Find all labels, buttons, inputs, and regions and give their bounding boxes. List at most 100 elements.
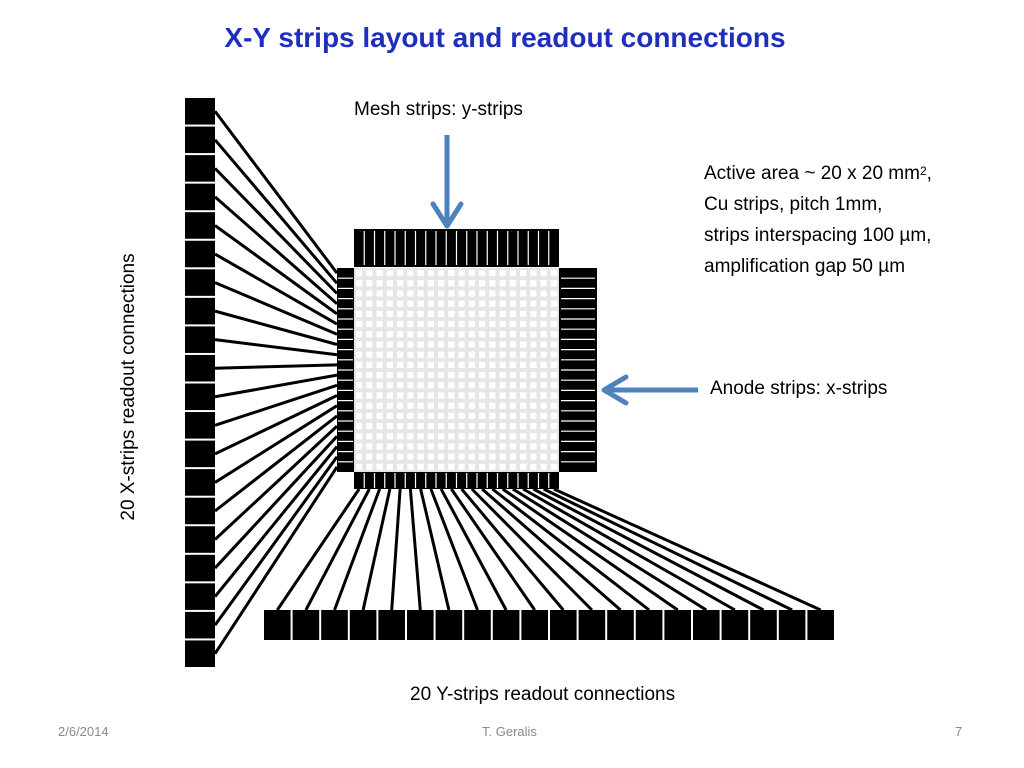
x-readout-pad — [185, 212, 215, 239]
y-readout-wire — [470, 487, 593, 612]
grid-cell — [407, 280, 414, 287]
x-readout-wire — [214, 404, 338, 484]
grid-cell — [356, 361, 363, 368]
grid-cell — [509, 402, 516, 409]
grid-cell — [438, 392, 445, 399]
x-readout-wire — [214, 414, 338, 513]
y-readout-pad — [693, 610, 720, 640]
grid-cell — [407, 270, 414, 277]
grid-cell — [530, 341, 537, 348]
grid-cell — [550, 423, 557, 430]
grid-cell — [458, 321, 465, 328]
grid-cell — [386, 433, 393, 440]
active-area-line1: Active area ~ 20 x 20 mm2, — [704, 163, 932, 184]
x-readout-wire — [214, 224, 338, 316]
y-readout-label: 20 Y-strips readout connections — [410, 684, 676, 705]
grid-cell — [499, 361, 506, 368]
grid-cell — [356, 402, 363, 409]
grid-cell — [550, 341, 557, 348]
grid-cell — [499, 382, 506, 389]
grid-cell — [366, 290, 373, 297]
grid-cell — [376, 392, 383, 399]
grid-cell — [407, 433, 414, 440]
grid-cell — [386, 361, 393, 368]
grid-cell — [479, 280, 486, 287]
grid-cell — [376, 300, 383, 307]
active-area-line4: amplification gap 50 µm — [704, 256, 906, 277]
grid-cell — [407, 423, 414, 430]
mesh-arrow-head — [430, 201, 464, 229]
grid-cell — [438, 361, 445, 368]
grid-cell — [479, 392, 486, 399]
y-readout-pad — [635, 610, 663, 640]
y-readout-pad — [750, 610, 777, 640]
grid-cell — [448, 423, 455, 430]
grid-cell — [417, 290, 424, 297]
grid-cell — [417, 412, 424, 419]
grid-cell — [438, 433, 445, 440]
grid-cell — [376, 290, 383, 297]
grid-cell — [376, 280, 383, 287]
grid-cell — [489, 392, 496, 399]
x-readout-pad — [185, 354, 215, 382]
x-readout-pad — [185, 554, 215, 582]
arrows — [430, 135, 698, 406]
grid-cell — [397, 423, 404, 430]
grid-cell — [468, 290, 475, 297]
x-readout-pad — [185, 326, 215, 353]
grid-cell — [489, 412, 496, 419]
footer-author: T. Geralis — [482, 724, 537, 739]
grid-cell — [468, 392, 475, 399]
grid-cell — [489, 372, 496, 379]
y-readout-wire — [450, 488, 536, 611]
grid-cell — [448, 351, 455, 358]
grid-cell — [530, 361, 537, 368]
grid-cell — [356, 331, 363, 338]
grid-cell — [407, 341, 414, 348]
grid-cell — [468, 361, 475, 368]
x-readout-pad — [185, 269, 215, 296]
grid-cell — [468, 382, 475, 389]
grid-cell — [550, 280, 557, 287]
grid-cell — [468, 423, 475, 430]
x-readout-pad — [185, 526, 215, 553]
grid-cell — [499, 300, 506, 307]
grid-cell — [540, 341, 547, 348]
grid-cell — [520, 341, 527, 348]
grid-cell — [397, 310, 404, 317]
grid-cell — [386, 443, 393, 450]
grid-cell — [448, 453, 455, 460]
grid-cell — [438, 453, 445, 460]
grid-cell — [458, 453, 465, 460]
grid-cell — [427, 392, 434, 399]
grid-cell — [356, 412, 363, 419]
grid-cell — [509, 423, 516, 430]
grid-cell — [448, 290, 455, 297]
grid-cell — [489, 280, 496, 287]
grid-cell — [397, 402, 404, 409]
grid-cell — [448, 361, 455, 368]
grid-cell — [530, 382, 537, 389]
grid-cell — [499, 443, 506, 450]
grid-cell — [520, 453, 527, 460]
grid-cell — [386, 290, 393, 297]
grid-cell — [397, 300, 404, 307]
x-readout-wire — [214, 394, 338, 456]
grid-cell — [509, 300, 516, 307]
grid-cell — [366, 382, 373, 389]
grid-cell — [499, 280, 506, 287]
grid-cell — [356, 433, 363, 440]
grid-cell — [458, 341, 465, 348]
grid-cell — [397, 270, 404, 277]
grid-cell — [540, 310, 547, 317]
grid-cell — [468, 433, 475, 440]
grid-cell — [489, 463, 496, 470]
x-readout-wire — [214, 195, 338, 305]
grid-cell — [468, 321, 475, 328]
grid-cell — [468, 351, 475, 358]
grid-cell — [489, 423, 496, 430]
grid-cell — [489, 402, 496, 409]
grid-cell — [407, 463, 414, 470]
grid-cell — [530, 392, 537, 399]
x-readout-pad — [185, 583, 215, 610]
